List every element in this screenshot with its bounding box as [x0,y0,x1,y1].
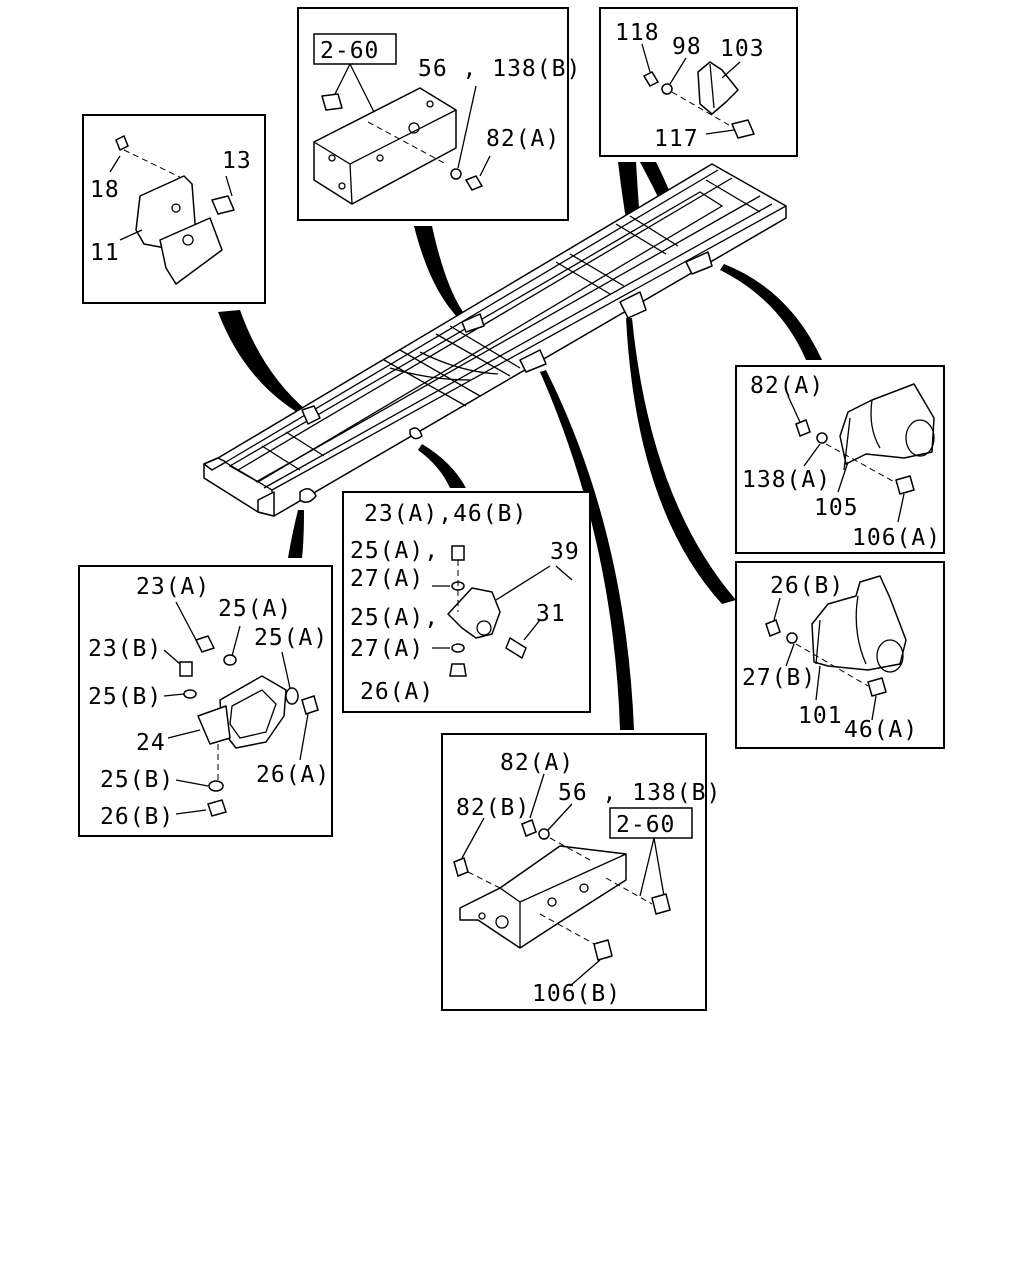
label-82a-top: 82(A) [486,126,560,152]
label-24: 24 [136,730,166,756]
label-27a-upper: 27(A) [350,566,424,592]
label-56-138b-bottom: 56 , 138(B) [558,780,721,806]
label-23b-left: 23(B) [88,636,162,662]
panel-top-right: 118 98 103 117 [599,7,798,157]
label-56-138b-top: 56 , 138(B) [418,56,581,82]
ref-box-2-60-top [313,33,397,65]
label-23a-left: 23(A) [136,574,210,600]
label-118: 118 [615,20,660,46]
label-27b-right: 27(B) [742,665,816,691]
label-23a-46b: 23(A),46(B) [364,501,527,527]
label-106a: 106(A) [852,525,941,551]
label-46a: 46(A) [844,717,918,743]
label-117: 117 [654,126,699,152]
panel-left-bottom: 23(A) 25(A) 25(A) 23(B) 25(B) 24 25(B) 2… [78,565,333,837]
label-26a-center: 26(A) [360,679,434,705]
label-26a-left: 26(A) [256,762,330,788]
label-25b-left-1: 25(B) [88,684,162,710]
panel-left-top: 13 18 11 [82,114,266,304]
label-105: 105 [814,495,859,521]
label-11: 11 [90,240,120,266]
label-26b-right: 26(B) [770,573,844,599]
label-138a: 138(A) [742,467,831,493]
panel-top-center: 2-60 56 , 138(B) 82(A) [297,7,581,221]
label-26b-left: 26(B) [100,804,174,830]
label-103: 103 [720,36,765,62]
label-13: 13 [222,148,252,174]
panel-right-lower: 26(B) 27(B) 101 46(A) [735,561,945,749]
label-106b: 106(B) [532,981,621,1007]
label-25a-lower: 25(A), [350,605,439,631]
panel-center: 23(A),46(B) 25(A), 27(A) 39 25(A), 27(A)… [342,491,591,713]
label-39: 39 [550,539,580,565]
label-82a-right: 82(A) [750,373,824,399]
label-101: 101 [798,703,843,729]
label-25b-left-2: 25(B) [100,767,174,793]
ref-box-2-60-bottom [609,807,693,839]
panel-bottom-center: 2-60 82(A) 56 , 138(B) 82(B) 106(B) [441,733,721,1011]
label-98: 98 [672,34,702,60]
label-82a-bottom: 82(A) [500,750,574,776]
label-27a-lower: 27(A) [350,636,424,662]
chassis-frame [203,163,787,517]
ref-label-2-60-top: 2-60 [320,38,379,64]
label-25a-left-1: 25(A) [218,596,292,622]
panel-right-upper: 82(A) 138(A) 105 106(A) [735,365,945,554]
label-31: 31 [536,601,566,627]
label-25a-upper: 25(A), [350,538,439,564]
ref-label-2-60-bottom: 2-60 [616,812,675,838]
label-82b-bottom: 82(B) [456,795,530,821]
label-18: 18 [90,177,120,203]
label-25a-left-2: 25(A) [254,625,328,651]
